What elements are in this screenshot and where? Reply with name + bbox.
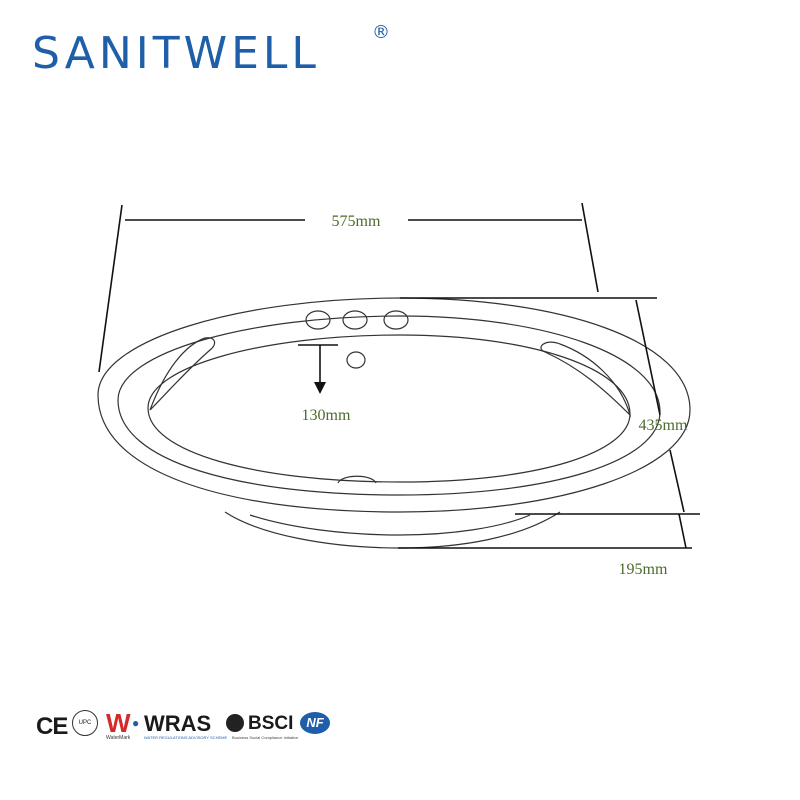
left-overflow-slot: [149, 337, 216, 411]
right-overflow-slot: [540, 341, 632, 418]
depth-dim-line-lower: [669, 449, 685, 513]
depth-label: 435mm: [639, 417, 688, 434]
brand-name: SANITWELL: [32, 28, 320, 79]
certification-logos: CE UPC W WaterMark ● WRAS WATER REGULATI…: [36, 708, 366, 748]
underside-skirt-inner: [249, 514, 531, 536]
wras-subtitle: WATER REGULATIONS ADVISORY SCHEME: [144, 735, 228, 740]
width-ext-right: [581, 202, 599, 293]
nf-logo: NF: [300, 712, 330, 734]
water-drop-icon: ●: [132, 716, 140, 730]
height-label: 195mm: [619, 561, 668, 578]
overflow-hole: [346, 351, 366, 369]
watermark-subtitle: WaterMark: [106, 735, 131, 741]
height-dim-line: [678, 513, 687, 549]
bowl-depth-arrowhead: [314, 382, 326, 394]
outer-rim: [97, 297, 691, 513]
bsci-logo: BSCI: [248, 713, 294, 734]
depth-dim-line-upper: [635, 299, 661, 416]
drain: [337, 475, 377, 484]
bowl-inner: [147, 334, 631, 483]
brand-logo: SANITWELL ®: [32, 22, 402, 82]
wras-logo: WRAS: [144, 711, 212, 736]
tap-hole-center: [342, 310, 368, 330]
rim-inner-edge: [117, 315, 661, 496]
tap-hole-right: [383, 310, 409, 330]
bsci-subtitle: Business Social Compliance Initiative: [232, 735, 299, 740]
bowl-depth-label: 130mm: [302, 407, 351, 424]
registered-mark: ®: [372, 22, 390, 43]
upc-mark: UPC: [72, 710, 98, 736]
globe-icon: [226, 714, 244, 732]
underside-skirt: [224, 511, 561, 549]
tap-hole-left: [305, 310, 331, 330]
ce-mark: CE: [36, 713, 68, 740]
width-ext-left: [98, 204, 123, 373]
watermark-logo: W: [106, 708, 131, 738]
width-label: 575mm: [332, 213, 381, 230]
